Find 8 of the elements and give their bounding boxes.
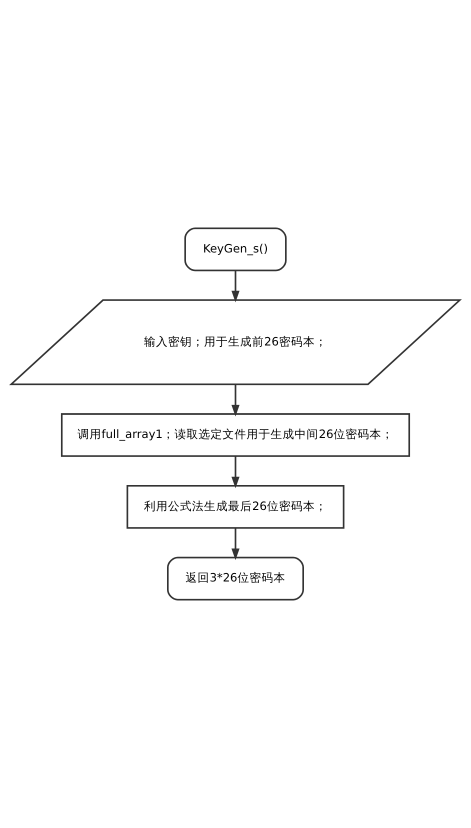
arrow (231, 456, 240, 488)
arrow (231, 270, 240, 302)
node-box: 返回3*26位密码本 (167, 556, 304, 601)
arrow (231, 384, 240, 416)
node-box: KeyGen_s() (184, 227, 287, 272)
node-box: 调用full_array1；读取选定文件用于生成中间26位密码本； (60, 413, 410, 457)
arrow (231, 528, 240, 560)
node-box: 利用公式法生成最后26位密码本； (126, 484, 344, 529)
